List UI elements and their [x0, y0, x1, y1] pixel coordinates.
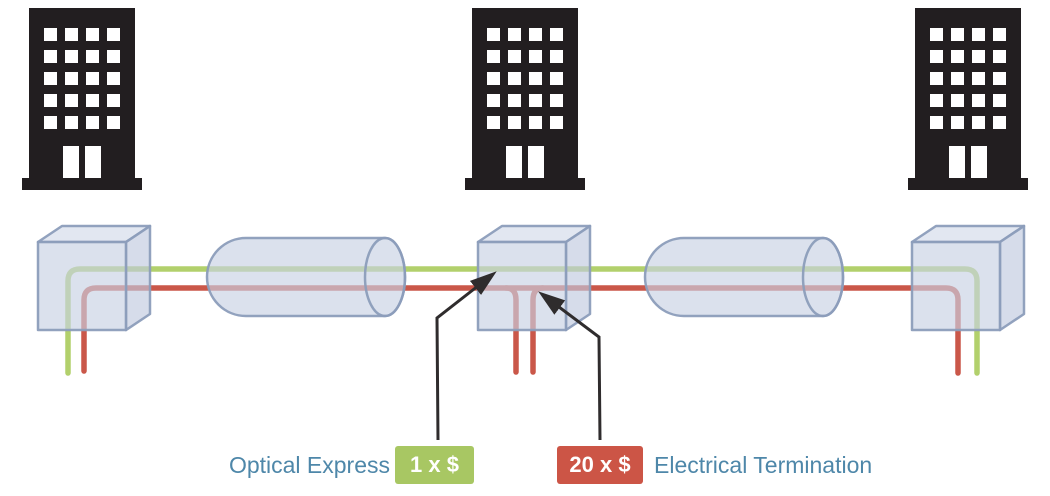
node-box-right [910, 224, 1026, 332]
cable-conduit-right [643, 236, 845, 318]
electrical-termination-label: Electrical Termination [654, 452, 873, 478]
arrow-to-electrical-termination [538, 291, 602, 441]
optical-cost-badge: 1 x $ [395, 446, 474, 484]
building-icon-left [22, 8, 142, 190]
electrical-cost-badge: 20 x $ [557, 446, 643, 484]
optical-express-label: Optical Express [228, 452, 390, 478]
cable-conduit-left [205, 236, 407, 318]
node-box-left [36, 224, 152, 332]
building-icon-right [908, 8, 1028, 190]
building-icon-middle [465, 8, 585, 190]
node-box-middle [476, 224, 592, 332]
arrow-to-optical-express [435, 271, 497, 441]
